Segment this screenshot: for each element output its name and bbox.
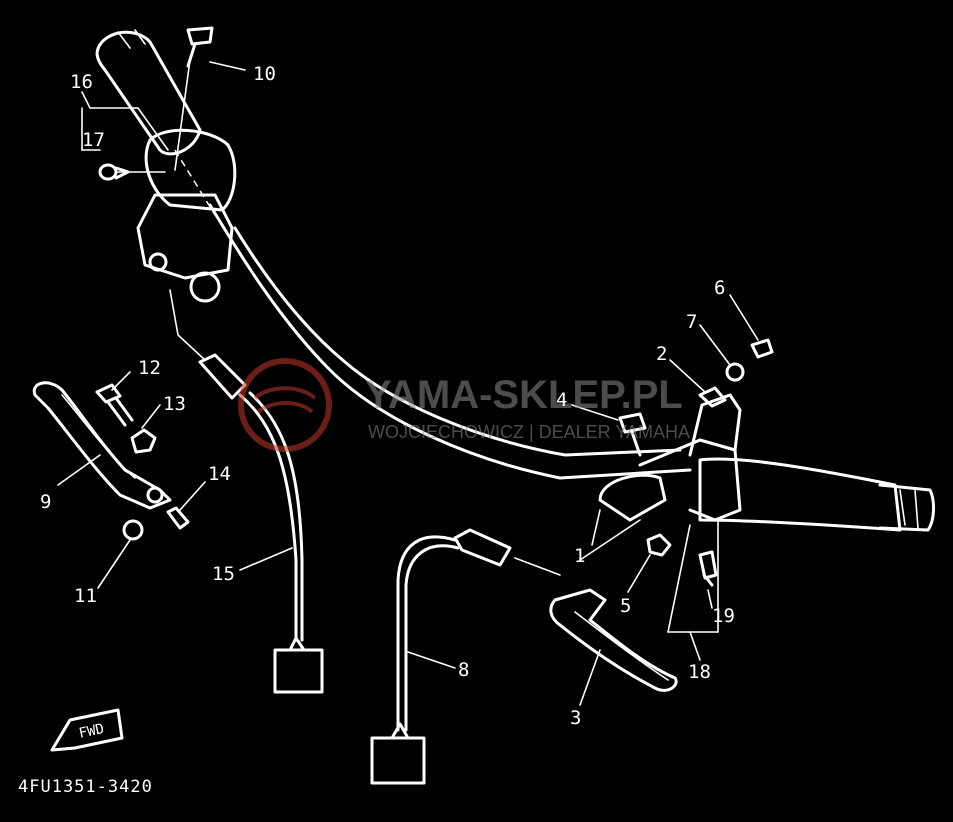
left-switch-assembly — [136, 128, 237, 303]
fwd-label: FWD — [78, 721, 106, 742]
clutch-switch-15 — [169, 289, 324, 694]
callout-4: 4 — [556, 389, 567, 411]
right-grip — [698, 457, 935, 532]
callout-9: 9 — [40, 491, 51, 513]
brake-switch-8 — [370, 528, 561, 785]
nut-13 — [130, 428, 157, 454]
washer-7 — [725, 362, 745, 382]
callout-5: 5 — [620, 595, 631, 617]
watermark: YAMA-SKLEP.PL WOJCIECHOWICZ | DEALER YAM… — [238, 358, 690, 452]
callout-17: 17 — [82, 129, 105, 151]
callout-13: 13 — [163, 393, 186, 415]
nut-5 — [646, 533, 672, 557]
callout-3: 3 — [570, 707, 581, 729]
brake-lever-3 — [549, 588, 678, 692]
screw-10 — [174, 26, 214, 171]
watermark-subtitle: WOJCIECHOWICZ | DEALER YAMAHA — [368, 422, 690, 442]
callout-19: 19 — [712, 605, 735, 627]
screw-6 — [750, 338, 774, 359]
callout-8: 8 — [458, 659, 469, 681]
callout-12: 12 — [138, 357, 161, 379]
callout-7: 7 — [686, 311, 697, 333]
handlebar-inner — [233, 226, 682, 457]
bolt-19 — [698, 550, 718, 587]
callout-2: 2 — [656, 343, 667, 365]
watermark-brand: YAMA-SKLEP.PL — [365, 373, 683, 417]
callout-10: 10 — [253, 63, 276, 85]
washer-11 — [122, 519, 144, 541]
part-code: 4FU1351-3420 — [18, 777, 153, 797]
bolt-4 — [618, 412, 647, 457]
callout-15: 15 — [212, 563, 235, 585]
left-grip — [95, 29, 202, 156]
callout-6: 6 — [714, 277, 725, 299]
screw-2 — [698, 386, 727, 408]
handlebar-dash — [174, 149, 216, 216]
screw-14 — [166, 506, 190, 530]
handlebar — [208, 203, 692, 480]
callout-18: 18 — [688, 661, 711, 683]
bolt-12 — [95, 383, 134, 427]
fwd-arrow-icon: FWD — [50, 708, 124, 752]
clutch-lever-9 — [32, 381, 172, 510]
callout-16: 16 — [70, 71, 93, 93]
leader-lines — [57, 61, 759, 706]
watermark-logo-icon — [238, 358, 332, 452]
callout-14: 14 — [208, 463, 231, 485]
callout-11: 11 — [74, 585, 97, 607]
callout-1: 1 — [574, 545, 585, 567]
brake-master-cylinder — [579, 393, 742, 561]
